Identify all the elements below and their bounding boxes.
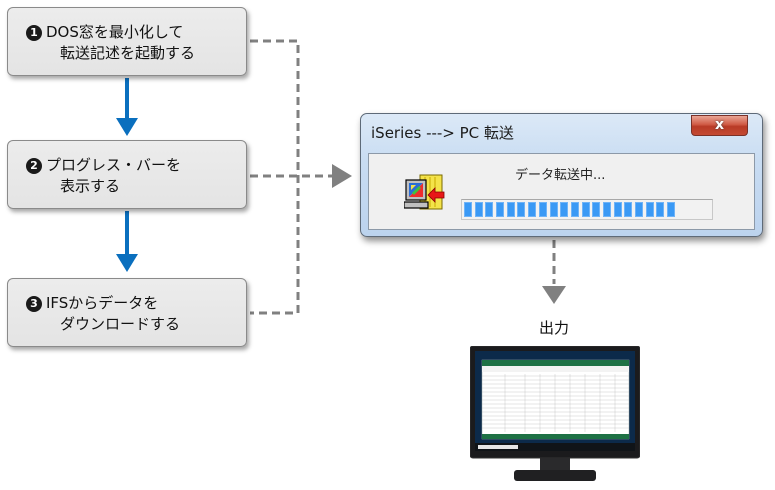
step-1-line2: 転送記述を起動する bbox=[60, 44, 196, 62]
step-2-line2: 表示する bbox=[60, 177, 121, 195]
dialog-title: iSeries ---> PC 転送 bbox=[371, 124, 514, 142]
monitor-icon bbox=[470, 346, 640, 481]
close-button[interactable]: x bbox=[691, 115, 748, 136]
step-number-badge: 2 bbox=[26, 158, 42, 174]
transfer-status-text: データ転送中... bbox=[515, 168, 606, 183]
step-1-line1: DOS窓を最小化して bbox=[46, 23, 184, 41]
progress-segment bbox=[506, 202, 515, 217]
progress-bar bbox=[461, 199, 713, 220]
progress-segment bbox=[528, 202, 537, 217]
dashed-arrow-head-down bbox=[542, 286, 566, 304]
progress-segment bbox=[656, 202, 665, 217]
step-2-line1: プログレス・バーを bbox=[46, 156, 182, 174]
progress-segment bbox=[613, 202, 622, 217]
progress-segment bbox=[667, 202, 676, 217]
progress-segment bbox=[570, 202, 579, 217]
dialog-client-area: データ転送中... bbox=[368, 153, 755, 230]
progress-segment bbox=[581, 202, 590, 217]
step-number-badge: 1 bbox=[26, 25, 42, 41]
progress-segment bbox=[474, 202, 483, 217]
progress-segment bbox=[645, 202, 654, 217]
progress-segment bbox=[624, 202, 633, 217]
data-transfer-icon bbox=[404, 174, 445, 210]
progress-segment bbox=[592, 202, 601, 217]
progress-segment bbox=[485, 202, 494, 217]
progress-segment bbox=[464, 202, 472, 217]
progress-segment bbox=[517, 202, 526, 217]
flow-arrow-2-to-3 bbox=[116, 211, 138, 272]
progress-segment bbox=[538, 202, 547, 217]
dashed-connector bbox=[250, 39, 556, 315]
step-3-line2: ダウンロードする bbox=[60, 315, 181, 333]
transfer-dialog: iSeries ---> PC 転送 x データ転送中... bbox=[360, 113, 763, 237]
dashed-arrow-head-right bbox=[332, 164, 352, 188]
step-3-line1: IFSからデータを bbox=[46, 294, 159, 312]
close-icon: x bbox=[714, 117, 725, 133]
progress-segment bbox=[496, 202, 505, 217]
progress-fill bbox=[464, 202, 710, 217]
progress-segment bbox=[602, 202, 611, 217]
progress-segment bbox=[549, 202, 558, 217]
output-label: 出力 bbox=[539, 319, 570, 337]
progress-segment bbox=[560, 202, 569, 217]
progress-segment bbox=[635, 202, 643, 217]
step-number-badge: 3 bbox=[26, 296, 42, 312]
flow-arrow-1-to-2 bbox=[116, 78, 138, 136]
